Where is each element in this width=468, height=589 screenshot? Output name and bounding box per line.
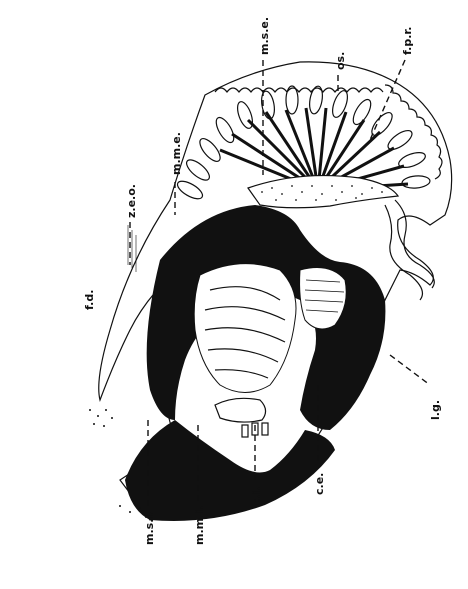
lower-dark-sheath — [125, 420, 335, 521]
left-shading-lines — [128, 225, 136, 272]
label-fd: f.d. — [83, 290, 96, 310]
leader-fpr — [370, 60, 405, 140]
label-os: os. — [334, 52, 347, 70]
label-fpr: f.p.r. — [401, 27, 414, 55]
lower-small-cells — [215, 398, 268, 437]
dotted-hub-band — [248, 176, 398, 208]
label-ce: c.e. — [313, 473, 326, 495]
label-mme: m.m.e. — [170, 132, 183, 175]
label-ci: c.i. — [250, 486, 263, 505]
label-zeo: z.e.o. — [125, 184, 138, 218]
inner-lumen — [194, 264, 296, 393]
label-mse: m.s.e. — [258, 17, 271, 55]
label-msi: m.s.i. — [143, 511, 156, 545]
leader-lg — [390, 355, 430, 385]
label-lg: l.g. — [429, 400, 442, 420]
label-mmi: m.m.i. — [193, 506, 206, 545]
